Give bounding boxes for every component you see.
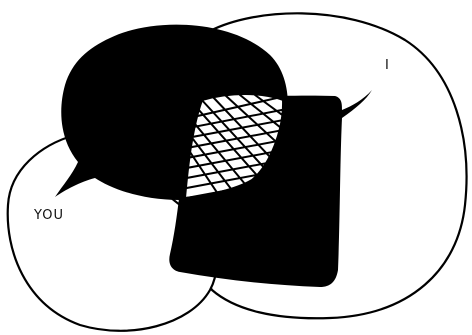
me-label: I (385, 58, 390, 73)
you-label: YOU (33, 208, 64, 223)
